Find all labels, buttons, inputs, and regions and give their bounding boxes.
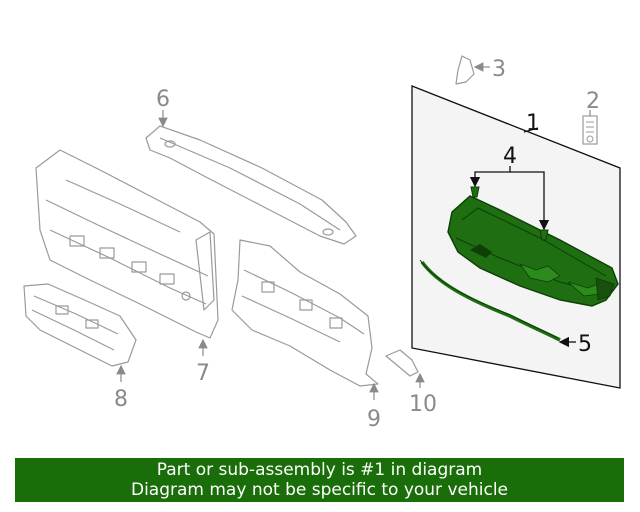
callout-9[interactable]: 9	[367, 407, 381, 432]
callout-3[interactable]: 3	[492, 57, 506, 82]
part-6-cowl-bar[interactable]	[145, 125, 357, 245]
part-10-bracket[interactable]	[385, 349, 419, 377]
banner-line-1: Part or sub-assembly is #1 in diagram	[156, 460, 483, 480]
info-banner: Part or sub-assembly is #1 in diagram Di…	[15, 458, 624, 502]
leader-1	[523, 127, 539, 133]
part-8-insulator[interactable]	[23, 283, 137, 367]
callout-4[interactable]: 4	[503, 144, 517, 169]
callout-7[interactable]: 7	[196, 361, 210, 386]
part-4-clips[interactable]	[470, 186, 549, 241]
part-7-dash-panel[interactable]	[35, 149, 219, 339]
part-3-bracket[interactable]	[455, 55, 475, 85]
part-2-bolt[interactable]	[582, 115, 598, 145]
part-9-dash-insulator[interactable]	[231, 239, 379, 387]
callout-8[interactable]: 8	[114, 387, 128, 412]
banner-line-2: Diagram may not be specific to your vehi…	[130, 480, 508, 500]
part-1-cowl-cover[interactable]	[447, 195, 619, 307]
callout-10[interactable]: 10	[409, 392, 437, 417]
callout-1[interactable]: 1	[526, 111, 540, 136]
leader-4b	[510, 171, 550, 231]
callout-5[interactable]: 5	[578, 332, 592, 357]
callout-6[interactable]: 6	[156, 87, 170, 112]
leader-4a	[469, 166, 511, 188]
callout-2[interactable]: 2	[586, 89, 600, 114]
